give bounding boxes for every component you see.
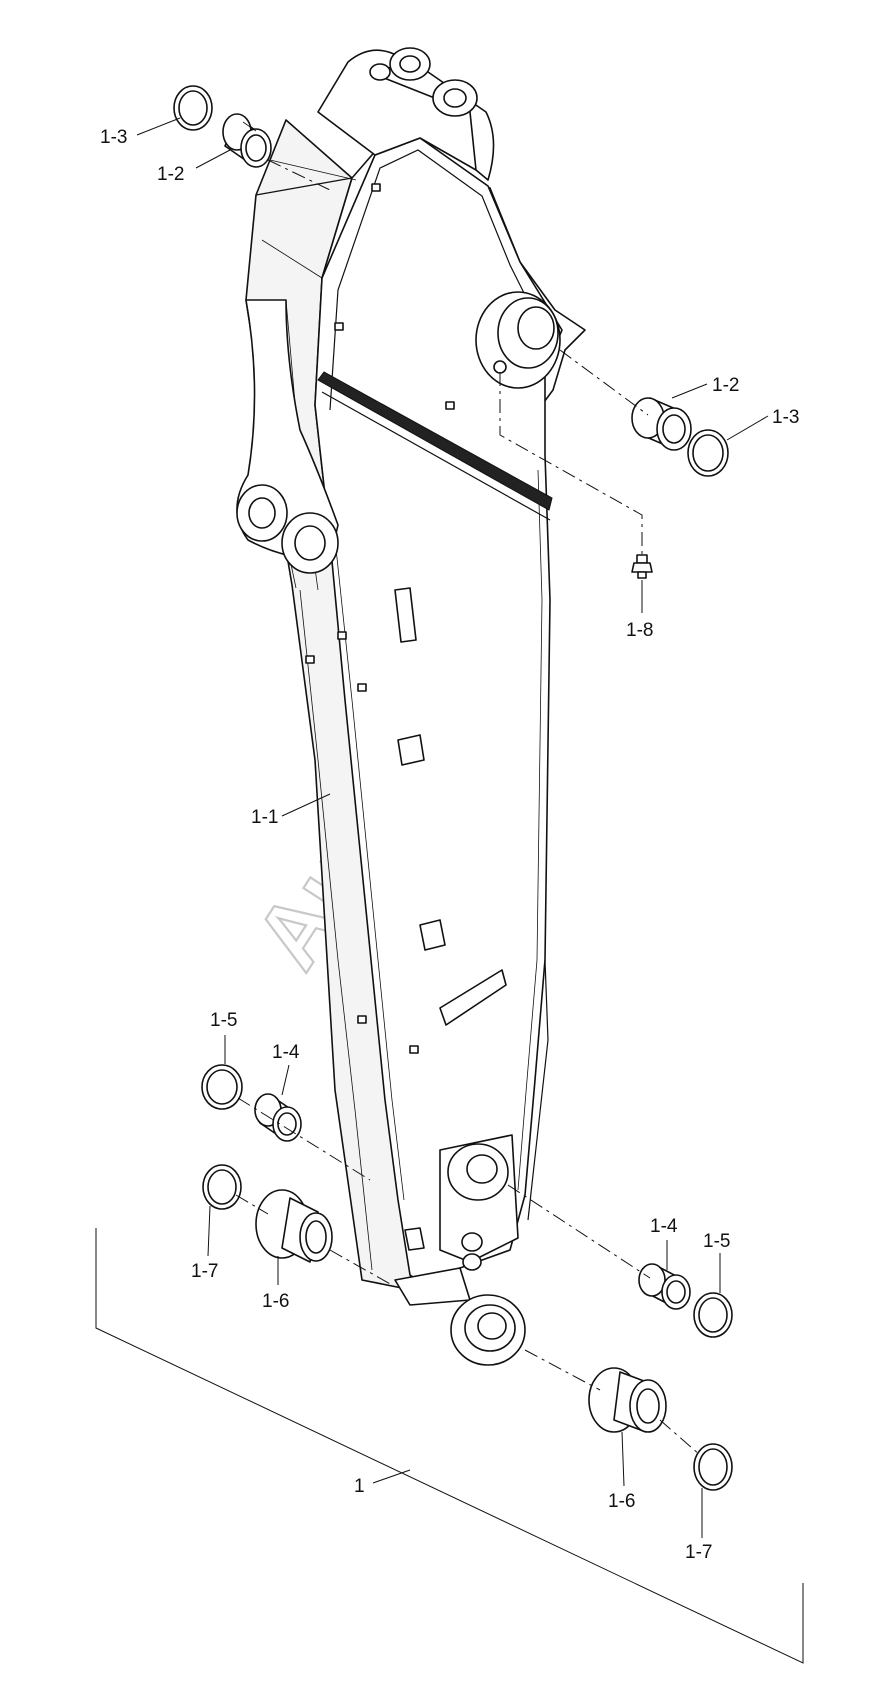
part-1-5-ring-right — [693, 1292, 733, 1338]
boom-lower-boss — [447, 1143, 509, 1271]
callout-1-5-right: 1-5 — [703, 1231, 730, 1252]
part-1-2-bushing-right — [631, 397, 692, 451]
callout-1-4-right: 1-4 — [650, 1216, 678, 1237]
part-1-4-bushing-right — [638, 1263, 691, 1310]
callout-labels: 1 1-1 1-2 1-2 1-3 1-3 1-4 1-4 1-5 1-5 1-… — [100, 127, 799, 1563]
callout-1-5-left: 1-5 — [210, 1010, 237, 1031]
part-1-3-ring-top — [173, 85, 213, 131]
callout-1-3-right: 1-3 — [772, 407, 799, 428]
part-1-7-ring-right — [693, 1443, 733, 1491]
center-lines — [235, 159, 701, 1456]
boom-top-boss — [317, 47, 495, 181]
callout-1-6-left: 1-6 — [262, 1291, 289, 1312]
part-1-5-ring-left — [201, 1064, 243, 1110]
callout-1-7-right: 1-7 — [685, 1542, 712, 1563]
callout-1: 1 — [354, 1476, 365, 1497]
callout-1-1: 1-1 — [251, 807, 278, 828]
part-1-4-bushing-left — [254, 1093, 302, 1142]
callout-1-8: 1-8 — [626, 620, 653, 641]
part-1-6-flanged-bushing-right — [588, 1367, 667, 1433]
callout-1-2-right: 1-2 — [712, 375, 739, 396]
callout-1-3-top: 1-3 — [100, 127, 127, 148]
part-1-8-grease-nipple — [631, 554, 653, 579]
part-1-2-bushing-top — [222, 113, 272, 168]
callout-1-2-top: 1-2 — [157, 164, 184, 185]
leader-lines — [136, 117, 769, 1538]
assembly-bracket — [95, 1228, 804, 1664]
callout-1-4-left: 1-4 — [272, 1042, 300, 1063]
callout-1-6-right: 1-6 — [608, 1491, 635, 1512]
boom-body — [245, 119, 586, 1306]
part-1-3-ring-right — [687, 429, 729, 477]
boom-upper-boss — [475, 291, 561, 389]
part-1-7-ring-left — [202, 1164, 242, 1210]
boom-pads — [305, 183, 507, 1251]
boom-foot-boss — [450, 1294, 526, 1366]
part-1-6-flanged-bushing-left — [255, 1189, 333, 1263]
cylinder-bracket — [236, 299, 339, 574]
callout-1-7-left: 1-7 — [191, 1261, 218, 1282]
